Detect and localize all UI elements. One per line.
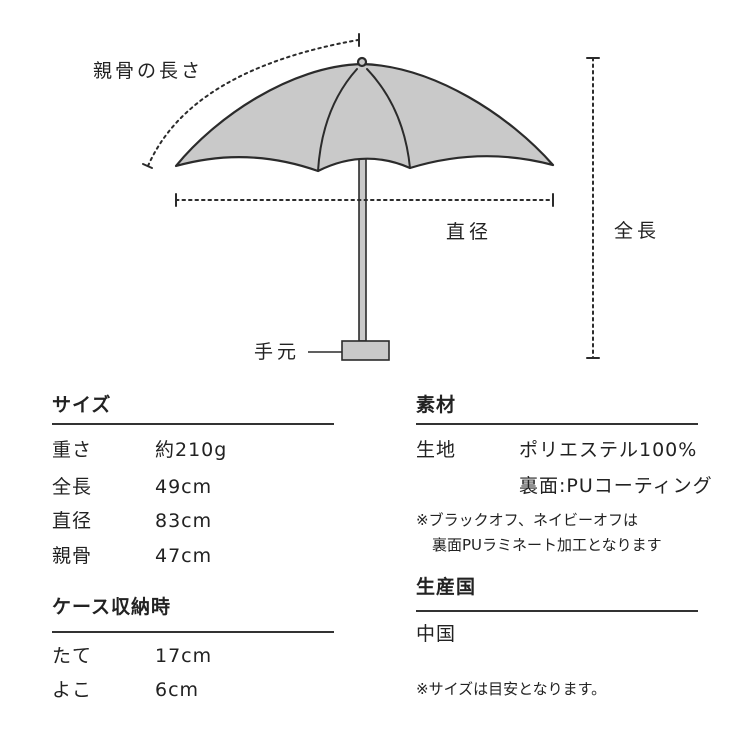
umbrella-shaft <box>358 149 367 342</box>
handle-label: 手元 <box>254 341 301 363</box>
origin-row: 中国 <box>416 623 698 645</box>
size-row-value: 49cm <box>155 476 213 498</box>
case-row-label: たて <box>52 645 93 667</box>
size-disclaimer-note: ※サイズは目安となります。 <box>416 680 607 698</box>
case-section-divider <box>52 631 334 633</box>
total-length-label: 全長 <box>614 220 661 242</box>
size-row-label: 直径 <box>52 510 93 532</box>
case-row-label: よこ <box>52 679 93 701</box>
size-row-label: 親骨 <box>52 545 93 567</box>
size-row-total-length: 全長 49cm <box>52 476 334 498</box>
rib-length-start-tick <box>142 163 153 169</box>
case-row-width: よこ 6cm <box>52 679 334 701</box>
case-section-title: ケース収納時 <box>52 596 172 618</box>
case-row-height: たて 17cm <box>52 645 334 667</box>
size-row-value: 約210g <box>155 439 228 461</box>
size-row-value: 47cm <box>155 545 213 567</box>
size-row-rib: 親骨 47cm <box>52 545 334 567</box>
size-section-title: サイズ <box>52 394 112 416</box>
size-row-label: 重さ <box>52 439 93 461</box>
size-row-weight: 重さ 約210g <box>52 439 334 461</box>
diameter-label: 直径 <box>446 221 493 243</box>
umbrella-diagram <box>142 33 600 361</box>
rib-length-dimension-arc <box>147 39 359 167</box>
size-section-divider <box>52 423 334 425</box>
case-row-value: 6cm <box>155 679 200 701</box>
material-row-value: 裏面:PUコーティング <box>519 475 713 497</box>
umbrella-left-rib <box>317 68 358 172</box>
umbrella-canopy <box>174 62 555 173</box>
material-note-line-2: 裏面PUラミネート加工となります <box>432 536 662 554</box>
origin-country-value: 中国 <box>416 623 457 645</box>
umbrella-right-rib <box>366 68 411 169</box>
size-row-diameter: 直径 83cm <box>52 510 334 532</box>
origin-section-title: 生産国 <box>416 576 477 598</box>
umbrella-tip <box>356 56 368 68</box>
umbrella-handle <box>341 340 390 361</box>
material-row-label: 生地 <box>416 439 457 461</box>
material-note-line-1: ※ブラックオフ、ネイビーオフは <box>416 511 638 529</box>
material-row-backing: 裏面:PUコーティング <box>416 475 712 497</box>
rib-length-label: 親骨の長さ <box>93 60 204 82</box>
material-row-fabric: 生地 ポリエステル100% <box>416 439 698 461</box>
size-row-value: 83cm <box>155 510 213 532</box>
origin-section-divider <box>416 610 698 612</box>
case-row-value: 17cm <box>155 645 213 667</box>
size-row-label: 全長 <box>52 476 93 498</box>
material-section-title: 素材 <box>416 394 457 416</box>
material-section-divider <box>416 423 698 425</box>
material-row-value: ポリエステル100% <box>519 439 698 461</box>
